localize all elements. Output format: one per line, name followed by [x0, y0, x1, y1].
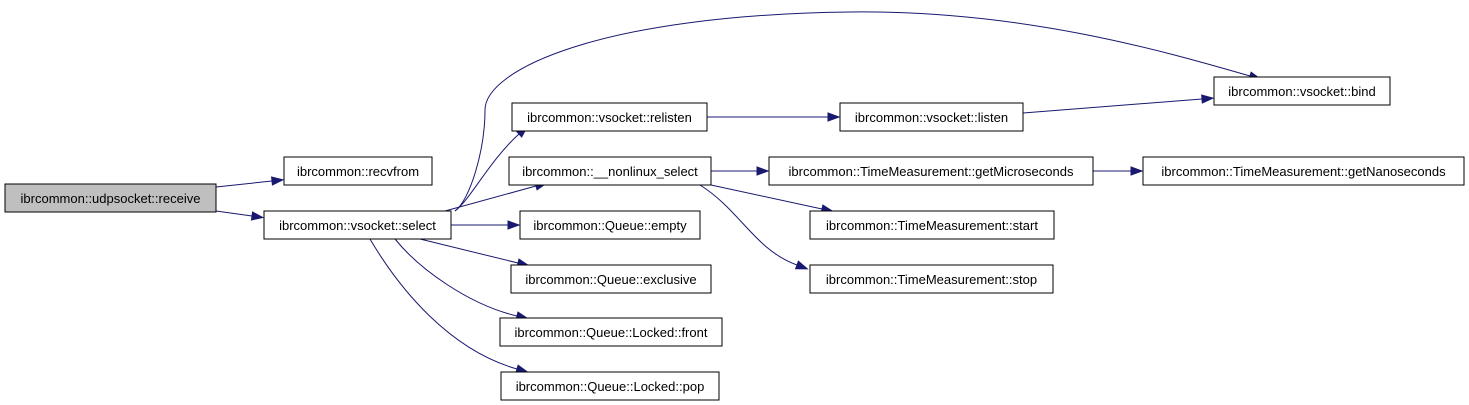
node-label: ibrcommon::__nonlinux_select: [522, 164, 698, 179]
edge-select-to-nonlinux-select: [444, 181, 549, 212]
edge-line: [419, 238, 519, 264]
nodes-layer: ibrcommon::udpsocket::receive ibrcommon:…: [4, 76, 1465, 401]
node-label: ibrcommon::vsocket::relisten: [527, 110, 692, 125]
edge-line: [369, 238, 518, 370]
edge-line: [215, 210, 253, 217]
edge-arrowhead: [1130, 166, 1144, 176]
edges-layer: [215, 11, 1262, 374]
node-label: ibrcommon::recvfrom: [297, 164, 419, 179]
node-label: ibrcommon::udpsocket::receive: [21, 191, 201, 206]
edge-line: [454, 11, 1251, 212]
edge-relisten-to-listen: [707, 112, 841, 122]
edge-line: [444, 185, 537, 212]
edge-arrowhead: [827, 112, 841, 122]
node-udpsocket-receive[interactable]: ibrcommon::udpsocket::receive: [4, 183, 217, 213]
edge-arrowhead: [1201, 94, 1215, 104]
edge-arrowhead: [250, 211, 265, 221]
node-get-microseconds[interactable]: ibrcommon::TimeMeasurement::getMicroseco…: [768, 156, 1094, 186]
node-vsocket-select[interactable]: ibrcommon::vsocket::select: [263, 210, 452, 240]
node-locked-pop[interactable]: ibrcommon::Queue::Locked::pop: [500, 371, 720, 401]
edge-line: [1022, 98, 1203, 114]
node-locked-front[interactable]: ibrcommon::Queue::Locked::front: [499, 317, 723, 347]
edge-arrowhead: [271, 176, 285, 186]
edge-select-to-queue-empty: [451, 220, 521, 230]
node-label: ibrcommon::TimeMeasurement::getNanosecon…: [1161, 164, 1446, 179]
node-queue-exclusive[interactable]: ibrcommon::Queue::exclusive: [510, 264, 712, 294]
node-queue-empty[interactable]: ibrcommon::Queue::empty: [519, 210, 701, 240]
edge-arrowhead: [756, 166, 770, 176]
edge-line: [215, 180, 273, 188]
edge-listen-to-bind: [1022, 94, 1215, 114]
node-label: ibrcommon::Queue::exclusive: [525, 272, 696, 287]
node-label: ibrcommon::Queue::empty: [533, 218, 687, 233]
edge-arrowhead: [794, 260, 809, 270]
node-label: ibrcommon::Queue::Locked::pop: [516, 379, 705, 394]
node-get-nanoseconds[interactable]: ibrcommon::TimeMeasurement::getNanosecon…: [1142, 156, 1465, 186]
edge-nonlinux-select-to-tm-stop: [699, 184, 809, 270]
node-label: ibrcommon::Queue::Locked::front: [515, 325, 708, 340]
edge-select-to-queue-exclusive: [419, 238, 531, 268]
edge-arrowhead: [507, 220, 521, 230]
node-tm-start[interactable]: ibrcommon::TimeMeasurement::start: [809, 210, 1055, 240]
node-label: ibrcommon::TimeMeasurement::start: [826, 218, 1038, 233]
edge-line: [710, 184, 823, 210]
node-label: ibrcommon::vsocket::bind: [1228, 84, 1375, 99]
node-label: ibrcommon::TimeMeasurement::getMicroseco…: [789, 164, 1074, 179]
node-nonlinux-select[interactable]: ibrcommon::__nonlinux_select: [508, 156, 712, 186]
edge-receive-to-select: [215, 210, 265, 221]
edge-get-microseconds-to-get-nanoseconds: [1093, 166, 1144, 176]
node-recvfrom[interactable]: ibrcommon::recvfrom: [283, 156, 433, 186]
edge-receive-to-recvfrom: [215, 176, 285, 188]
edge-line: [394, 238, 518, 317]
edge-line: [699, 184, 798, 266]
edge-nonlinux-select-to-get-microseconds: [711, 166, 770, 176]
node-label: ibrcommon::vsocket::listen: [855, 110, 1008, 125]
node-label: ibrcommon::vsocket::select: [279, 218, 436, 233]
node-vsocket-bind[interactable]: ibrcommon::vsocket::bind: [1213, 76, 1391, 106]
node-tm-stop[interactable]: ibrcommon::TimeMeasurement::stop: [809, 264, 1054, 294]
node-label: ibrcommon::TimeMeasurement::stop: [826, 272, 1037, 287]
edge-select-to-locked-front: [394, 238, 530, 321]
node-vsocket-relisten[interactable]: ibrcommon::vsocket::relisten: [511, 102, 708, 132]
node-vsocket-listen[interactable]: ibrcommon::vsocket::listen: [839, 102, 1024, 132]
